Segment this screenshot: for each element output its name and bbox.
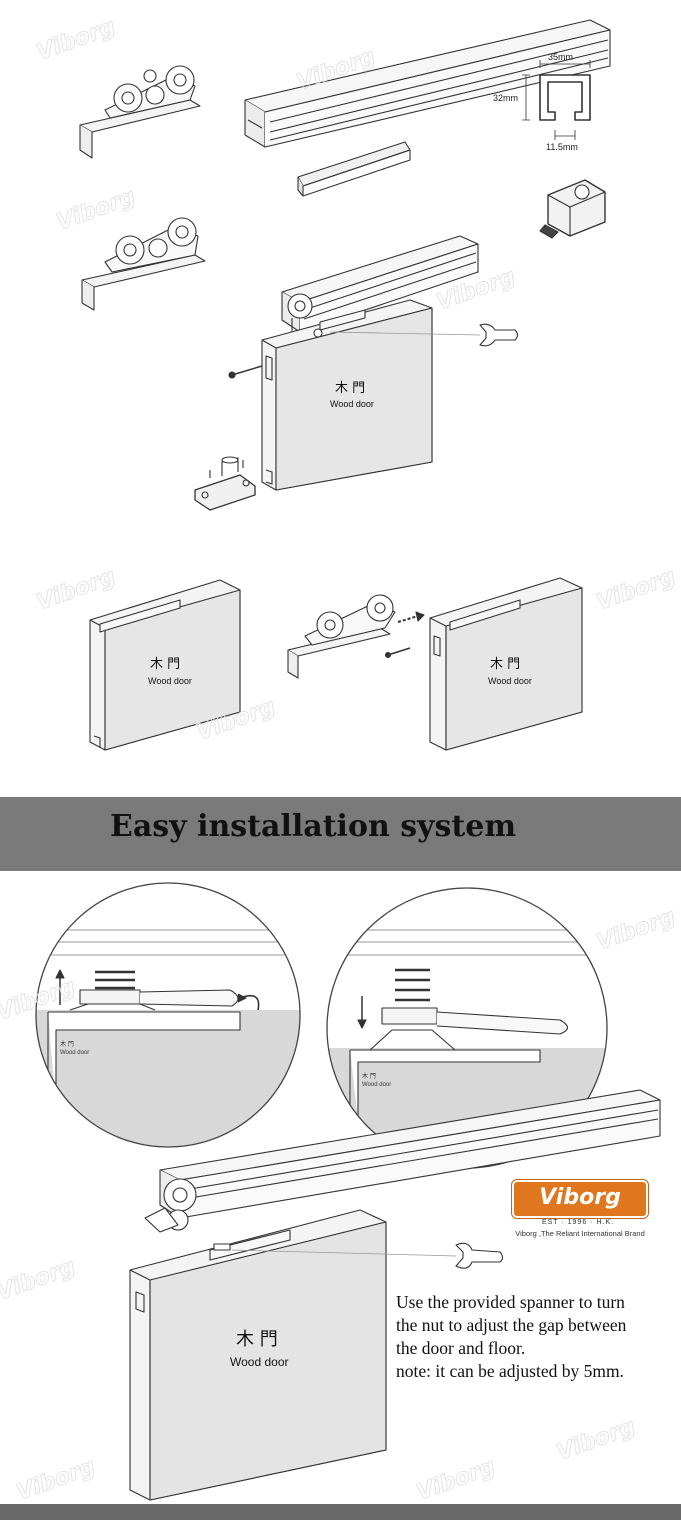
end-cap-part <box>539 179 606 239</box>
watermark: Viborg <box>0 1254 79 1305</box>
note-line-4: note: it can be adjusted by 5mm. <box>396 1361 624 1381</box>
watermark: Viborg <box>34 564 119 615</box>
circle-left-door-cn: 木 門 <box>60 1040 74 1048</box>
screw-left <box>228 365 263 379</box>
wood-door-right <box>429 577 583 751</box>
trolley-top-left <box>79 65 201 159</box>
spanner-bottom <box>231 1242 504 1269</box>
top-installation-diagram: 35mm 32mm 11.5mm 木 門 Wood door 木 門 Wood … <box>33 14 679 751</box>
note-line-1: Use the provided spanner to turn <box>396 1292 625 1312</box>
watermark: Viborg <box>554 1414 639 1465</box>
door-right-cn: 木 門 <box>490 657 520 672</box>
door-left-cn: 木 門 <box>150 657 180 672</box>
watermark: Viborg <box>34 14 119 65</box>
floor-guide-bracket <box>194 456 256 511</box>
note-line-3: the door and floor. <box>396 1338 526 1358</box>
profile-height-label: 32mm <box>493 93 518 103</box>
circle-left-door-en: Wood door <box>60 1050 89 1056</box>
profile-width-label: 35mm <box>548 52 573 62</box>
detail-circle-left <box>35 882 301 1148</box>
wood-door-bottom <box>129 1209 387 1501</box>
trolley-bottom <box>144 1178 197 1233</box>
brand-est-text: EST · 1996 · H.K. <box>541 1219 615 1226</box>
viborg-logo: Viborg <box>512 1180 648 1218</box>
watermark: Viborg <box>54 184 139 235</box>
bottom-adjustment-diagram: 木 門 Wood door 木 門 Wood door 木 門 Wood doo… <box>0 882 679 1504</box>
door-right-en: Wood door <box>488 676 532 686</box>
trolley-lower-middle <box>287 594 425 679</box>
profile-cross-section <box>522 60 591 140</box>
circle-right-door-cn: 木 門 <box>362 1072 376 1080</box>
watermark: Viborg <box>414 1454 499 1504</box>
spanner-top <box>329 323 519 347</box>
wood-door-left <box>89 579 241 751</box>
door-main-en: Wood door <box>330 399 374 409</box>
note-line-2: the nut to adjust the gap between <box>396 1315 627 1335</box>
banner-title: Easy installation system <box>110 809 517 844</box>
rail-insert-strip <box>297 141 411 197</box>
wood-door-main <box>261 299 433 491</box>
watermark: Viborg <box>14 1454 99 1504</box>
viborg-logo-text: Viborg <box>539 1185 621 1210</box>
watermark: Viborg <box>594 564 679 615</box>
footer-bar <box>0 1504 681 1520</box>
door-bottom-en: Wood door <box>230 1355 288 1369</box>
section-banner: Easy installation system <box>0 797 681 871</box>
door-left-en: Wood door <box>148 676 192 686</box>
watermark: Viborg <box>594 904 679 955</box>
brand-tagline: Viborg ,The Reliant International Brand <box>515 1229 645 1238</box>
slot-width-label: 11.5mm <box>546 142 578 152</box>
door-main-cn: 木 門 <box>335 381 365 396</box>
circle-right-door-en: Wood door <box>362 1082 391 1088</box>
trolley-middle-left <box>81 217 206 311</box>
door-bottom-cn: 木 門 <box>236 1329 278 1350</box>
